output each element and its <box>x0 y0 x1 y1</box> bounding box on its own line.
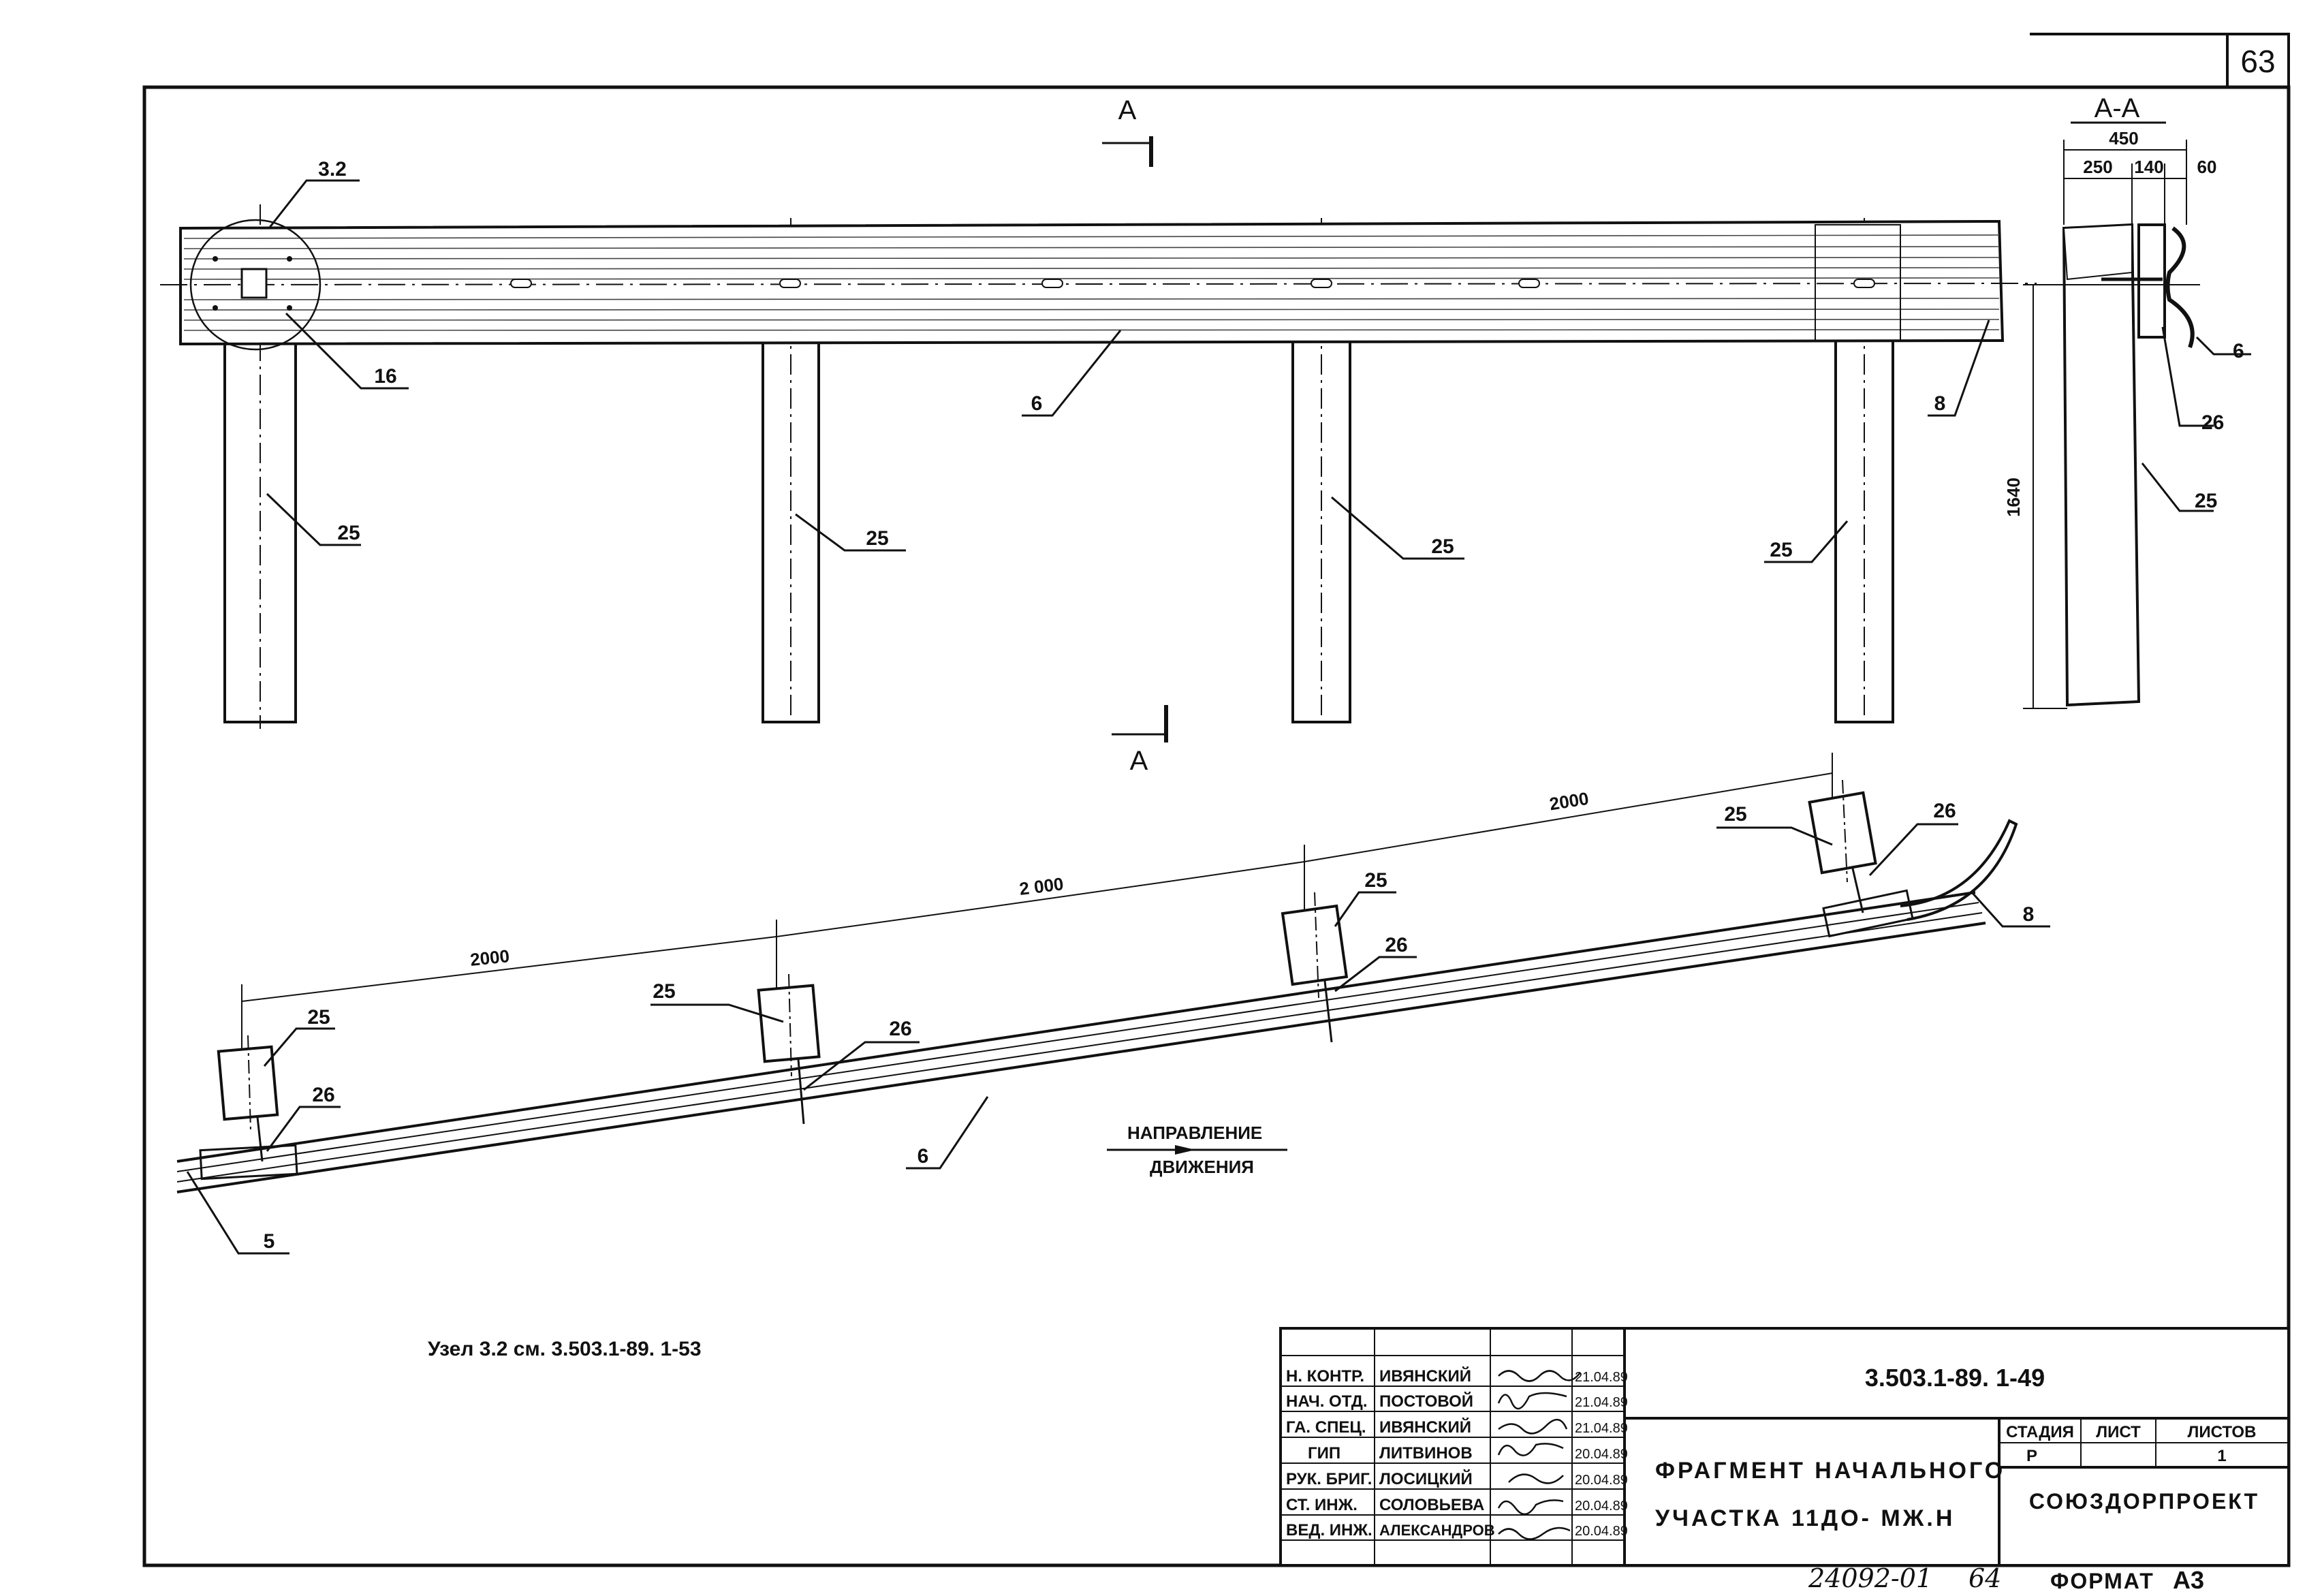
direction-line2: ДВИЖЕНИЯ <box>1150 1157 1254 1177</box>
plan-label-spacer-3: 26 <box>1385 934 1407 956</box>
dim-w2: 140 <box>2134 157 2163 177</box>
stamp-date-6: 20.04.89 <box>1575 1499 1628 1514</box>
stamp-name-5: ЛОСИЦКИЙ <box>1379 1469 1473 1488</box>
stamp-header-sheets: ЛИСТОВ <box>2188 1423 2257 1441</box>
section-marker-top: А <box>1118 95 1137 125</box>
stamp-role-2: НАЧ. ОТД. <box>1286 1392 1368 1411</box>
stamp-name-7: АЛЕКСАНДРОВ <box>1379 1522 1495 1539</box>
stamp-date-3: 21.04.89 <box>1575 1421 1628 1436</box>
stamp-date-2: 21.04.89 <box>1575 1395 1628 1410</box>
stamp-role-7: ВЕД. ИНЖ. <box>1286 1521 1372 1539</box>
section-a-a-view: А-А 450 250 140 60 1640 <box>2003 93 2251 709</box>
stamp-name-2: ПОСТОВОЙ <box>1379 1392 1473 1411</box>
dim-w3: 60 <box>2197 157 2217 177</box>
direction-of-travel: НАПРАВЛЕНИЕ ДВИЖЕНИЯ <box>1107 1123 1287 1177</box>
plan-label-end-8: 8 <box>2023 903 2035 926</box>
label-bolt-16: 16 <box>374 365 396 388</box>
archive-number: 24092-01 <box>1808 1563 1932 1593</box>
dim-w1: 250 <box>2083 157 2112 177</box>
format-label: ФОРМАТ <box>2050 1569 2154 1593</box>
plan-post-1 <box>217 1045 279 1121</box>
format-value: А3 <box>2173 1566 2204 1594</box>
section-label-post: 25 <box>2195 490 2217 512</box>
section-title: А-А <box>2094 93 2140 123</box>
page-number: 63 <box>2240 44 2275 79</box>
elevation-view: А 3.2 16 6 8 25 25 25 25 А <box>159 95 2037 776</box>
plan-beam <box>176 891 1976 1163</box>
stamp-role-1: Н. КОНТР. <box>1286 1367 1364 1386</box>
direction-line1: НАПРАВЛЕНИЕ <box>1127 1123 1262 1143</box>
plan-label-post-3: 25 <box>1364 869 1387 892</box>
stamp-role-3: ГА. СПЕЦ. <box>1286 1418 1366 1437</box>
plan-start-piece <box>199 1144 298 1180</box>
plan-end-piece <box>1900 819 2018 921</box>
plan-label-spacer-4: 26 <box>1933 800 1956 822</box>
stamp-date-4: 20.04.89 <box>1575 1447 1628 1462</box>
stamp-date-1: 21.04.89 <box>1575 1370 1628 1385</box>
end-splice <box>1815 224 1901 341</box>
archive-page: 64 <box>1968 1563 2001 1593</box>
plan-label-post-4: 25 <box>1724 803 1746 826</box>
title-block: Н. КОНТР. ИВЯНСКИЙ 21.04.89 НАЧ. ОТД. ПО… <box>1279 1327 2290 1567</box>
stamp-name-1: ИВЯНСКИЙ <box>1379 1366 1471 1386</box>
stamp-sheets-value: 1 <box>2217 1447 2226 1465</box>
stamp-role-6: СТ. ИНЖ. <box>1286 1496 1358 1514</box>
dim-span-1: 2000 <box>469 945 511 970</box>
stamp-header-stage: СТАДИЯ <box>2006 1423 2074 1441</box>
dim-height: 1640 <box>2003 478 2024 517</box>
node-3-2-circle <box>189 219 321 351</box>
stamp-stage-value: Р <box>2026 1447 2037 1465</box>
section-beam-profile <box>2165 226 2195 349</box>
drawing-frame <box>142 85 2291 1567</box>
label-end-8: 8 <box>1934 392 1946 415</box>
plan-label-post-2: 25 <box>653 980 675 1003</box>
page-number-box: 63 <box>2030 33 2290 89</box>
guardrail-beam <box>179 219 2005 346</box>
dim-total-width: 450 <box>2109 128 2138 148</box>
signatures <box>1497 1370 1581 1540</box>
plan-view: 2000 2 000 2000 25 26 25 26 25 26 25 26 … <box>176 753 2050 1255</box>
dim-span-3: 2000 <box>1548 788 1590 815</box>
plan-label-spacer-1: 26 <box>312 1084 334 1106</box>
stamp-doc-code: 3.503.1-89. 1-49 <box>1865 1364 2045 1392</box>
stamp-date-7: 20.04.89 <box>1575 1524 1628 1539</box>
stamp-rows: Н. КОНТР. ИВЯНСКИЙ 21.04.89 НАЧ. ОТД. ПО… <box>1286 1366 1628 1539</box>
label-post-25c: 25 <box>1431 535 1454 558</box>
plan-post-4 <box>1808 791 1877 875</box>
plan-post-3 <box>1281 904 1349 986</box>
label-post-25d: 25 <box>1770 539 1792 561</box>
stamp-title-line1: ФРАГМЕНТ НАЧАЛЬНОГО <box>1655 1458 2005 1484</box>
plan-label-spacer-2: 26 <box>889 1018 911 1040</box>
label-post-25b: 25 <box>866 527 888 550</box>
section-label-spacer: 26 <box>2201 411 2224 434</box>
stamp-organization: СОЮЗДОРПРОЕКТ <box>2029 1489 2259 1514</box>
stamp-date-5: 20.04.89 <box>1575 1473 1628 1488</box>
node-reference-note: Узел 3.2 см. 3.503.1-89. 1-53 <box>428 1338 702 1360</box>
plan-post-2 <box>757 984 821 1063</box>
stamp-name-3: ИВЯНСКИЙ <box>1379 1418 1471 1437</box>
stamp-name-4: ЛИТВИНОВ <box>1379 1444 1473 1462</box>
stamp-role-4: ГИП <box>1308 1444 1340 1462</box>
label-node-3-2: 3.2 <box>318 158 347 181</box>
stamp-role-5: РУК. БРИГ. <box>1286 1470 1372 1488</box>
label-post-25a: 25 <box>337 522 360 544</box>
plan-label-beam-6: 6 <box>917 1145 929 1168</box>
stamp-name-6: СОЛОВЬЕВА <box>1379 1496 1484 1514</box>
label-beam-6: 6 <box>1031 392 1043 415</box>
dim-span-2: 2 000 <box>1018 873 1065 899</box>
stamp-header-sheet: ЛИСТ <box>2096 1423 2141 1441</box>
plan-label-post-1: 25 <box>307 1006 330 1029</box>
stamp-title-line2: УЧАСТКА 11ДО- МЖ.Н <box>1655 1505 1955 1531</box>
section-marker-bottom: А <box>1130 746 1148 776</box>
section-label-beam: 6 <box>2233 340 2244 362</box>
plan-label-start-5: 5 <box>264 1230 275 1253</box>
section-post <box>2062 223 2141 707</box>
